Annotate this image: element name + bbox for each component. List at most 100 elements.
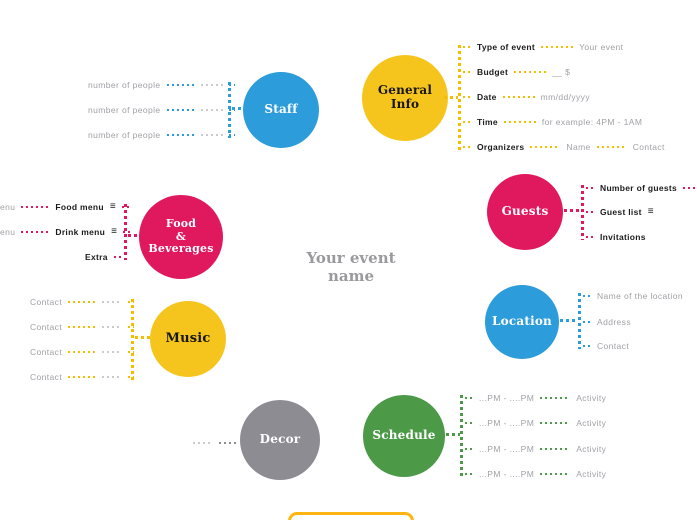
field-label: Contact — [30, 322, 63, 332]
list-icon: ≡ — [111, 226, 117, 237]
event-title: Your event name — [306, 249, 396, 285]
dotted-line — [68, 326, 97, 328]
schedule-bracket-line — [460, 395, 463, 477]
general-row-organizers: Organizers Name Contact — [463, 141, 665, 153]
dotted-stub — [463, 146, 471, 148]
dotted-stub — [465, 422, 473, 424]
dotted-line — [541, 46, 574, 48]
time-placeholder: ...PM - ....PM — [479, 418, 535, 428]
location-row-address: Address — [583, 316, 631, 328]
node-staff[interactable]: Staff — [243, 72, 319, 148]
node-food-beverages[interactable]: Food & Beverages — [139, 195, 223, 279]
guests-bracket-line — [581, 185, 584, 240]
dotted-line — [68, 301, 97, 303]
dotted-stub — [113, 256, 121, 258]
field-label: Contact — [30, 372, 63, 382]
field-label: Extra — [85, 252, 108, 262]
field-placeholder: Activity — [576, 393, 607, 403]
dashed-line — [193, 442, 213, 444]
node-general-info[interactable]: General Info — [362, 55, 448, 141]
field-placeholder: Contact — [632, 142, 665, 152]
staff-connector-line — [232, 107, 243, 110]
node-location-label: Location — [492, 314, 552, 329]
field-label: Name of the location — [597, 291, 683, 301]
dotted-stub — [465, 448, 473, 450]
decor-row — [193, 437, 236, 449]
location-row-name: Name of the location — [583, 290, 683, 302]
clipped-menu-label: enu — [0, 227, 16, 237]
music-row-1: Contact — [30, 296, 135, 308]
guests-row-number: Number of guests — [586, 182, 697, 194]
node-general-info-label-line1: General — [377, 83, 433, 98]
node-schedule-label: Schedule — [372, 428, 436, 443]
location-bracket-line — [578, 293, 581, 349]
node-guests[interactable]: Guests — [487, 174, 563, 250]
node-music-label: Music — [165, 330, 211, 346]
dotted-stub — [586, 187, 594, 189]
field-placeholder: Your event — [579, 42, 624, 52]
field-label: Drink menu — [55, 227, 106, 237]
node-decor-label: Decor — [259, 432, 301, 447]
bottom-node-partial[interactable] — [288, 512, 414, 520]
dotted-line — [21, 231, 50, 233]
time-placeholder: ...PM - ....PM — [479, 393, 535, 403]
dashed-line — [102, 301, 123, 303]
dotted-stub — [121, 206, 129, 208]
field-label: Guest list — [600, 207, 642, 217]
node-schedule[interactable]: Schedule — [363, 395, 445, 477]
field-label: Number of guests — [600, 183, 678, 193]
dotted-stub — [583, 295, 591, 297]
dotted-line — [514, 71, 547, 73]
general-row-type-of-event: Type of event Your event — [463, 41, 623, 53]
dotted-stub — [228, 134, 235, 136]
music-connector-line — [135, 336, 151, 339]
time-placeholder: ...PM - ....PM — [479, 444, 535, 454]
dotted-stub — [228, 84, 235, 86]
dotted-line — [219, 442, 236, 444]
dotted-stub — [463, 96, 471, 98]
field-label: Invitations — [600, 232, 646, 242]
dotted-line — [683, 187, 697, 189]
guests-row-guest-list: Guest list ≡ — [586, 206, 654, 218]
dotted-line — [530, 146, 561, 148]
field-label: Budget — [477, 67, 509, 77]
music-bracket-line — [131, 299, 134, 380]
dotted-stub — [465, 473, 473, 475]
food-connector-line — [128, 234, 139, 237]
dotted-line — [540, 397, 571, 399]
node-location[interactable]: Location — [485, 285, 559, 359]
location-row-contact: Contact — [583, 340, 629, 352]
field-placeholder: __ $ — [552, 67, 571, 77]
field-label: Time — [477, 117, 498, 127]
node-music[interactable]: Music — [150, 301, 226, 377]
dotted-stub — [128, 376, 135, 378]
location-connector-line — [560, 319, 578, 322]
schedule-row-4: ...PM - ....PM Activity — [465, 468, 606, 480]
dotted-line — [166, 84, 195, 86]
general-row-date: Date mm/dd/yyyy — [463, 91, 590, 103]
dashed-line — [200, 134, 223, 136]
general-row-budget: Budget __ $ — [463, 66, 570, 78]
field-label: Contact — [30, 347, 63, 357]
dashed-line — [102, 351, 123, 353]
dashed-line — [200, 109, 223, 111]
node-decor[interactable]: Decor — [240, 400, 320, 480]
dotted-stub — [228, 109, 235, 111]
dotted-stub — [583, 345, 591, 347]
general-connector-line — [444, 96, 458, 99]
dotted-line — [68, 351, 97, 353]
dotted-line — [166, 109, 195, 111]
staff-row-3: number of people — [88, 129, 235, 141]
music-row-2: Contact — [30, 321, 135, 333]
node-food-label-line2: & — [175, 229, 187, 243]
guests-connector-line — [564, 209, 581, 212]
schedule-connector-line — [446, 433, 460, 436]
music-row-4: Contact — [30, 371, 135, 383]
dotted-stub — [463, 46, 471, 48]
field-label: Date — [477, 92, 497, 102]
clipped-menu-label: enu — [0, 202, 16, 212]
node-staff-label: Staff — [264, 102, 298, 117]
schedule-row-1: ...PM - ....PM Activity — [465, 392, 606, 404]
node-guests-label: Guests — [501, 204, 549, 219]
food-row-drink-menu: enu Drink menu ≡ — [0, 226, 130, 238]
